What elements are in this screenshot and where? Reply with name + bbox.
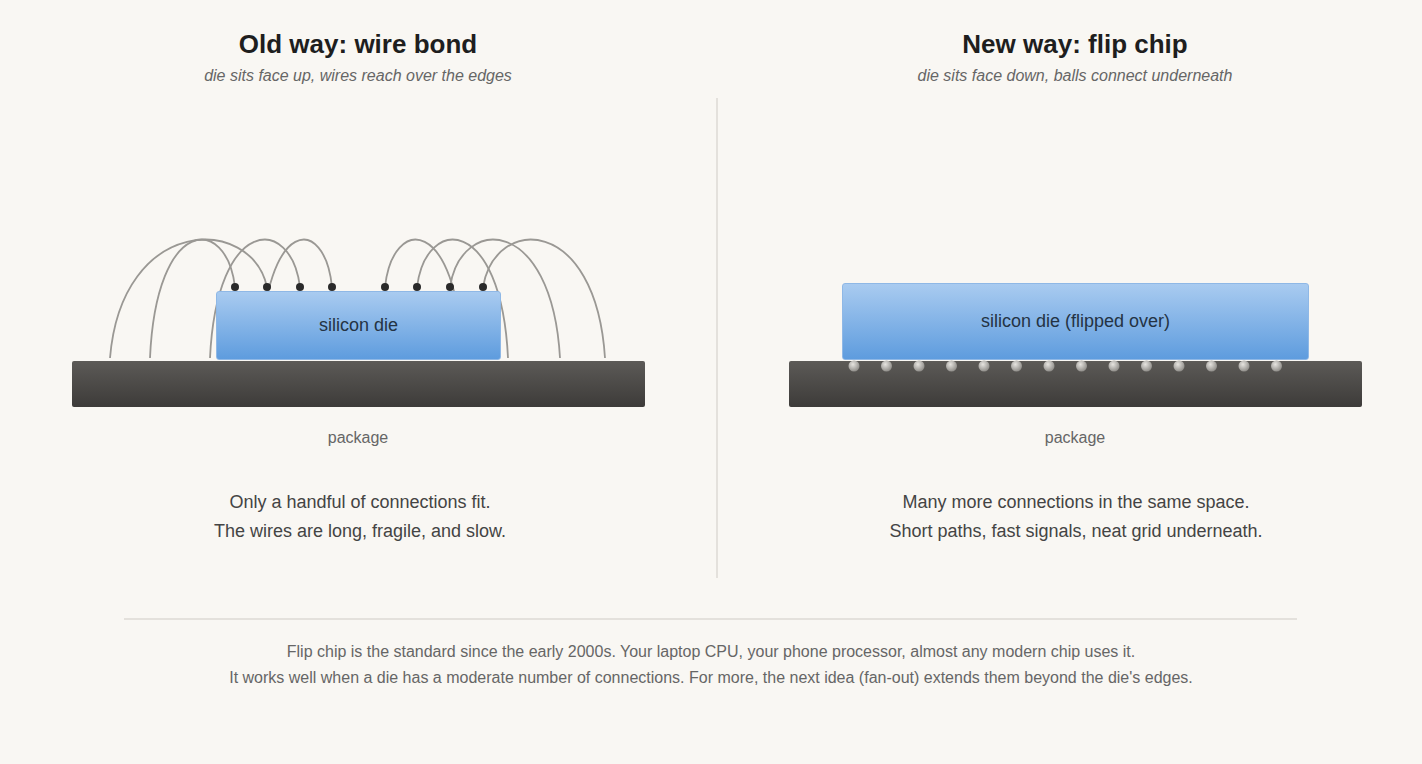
panel-subtitle: die sits face up, wires reach over the e… bbox=[204, 67, 512, 85]
solder-balls bbox=[849, 361, 1283, 372]
bond-pad bbox=[446, 283, 454, 291]
solder-ball bbox=[1206, 361, 1217, 372]
part-label: package bbox=[1045, 429, 1106, 447]
die-label: silicon die (flipped over) bbox=[981, 311, 1170, 332]
solder-ball bbox=[1109, 361, 1120, 372]
solder-ball bbox=[914, 361, 925, 372]
caption-line: It works well when a die has a moderate … bbox=[229, 669, 1193, 687]
description-line: Short paths, fast signals, neat grid und… bbox=[889, 521, 1262, 542]
caption-line: Flip chip is the standard since the earl… bbox=[287, 643, 1135, 661]
bond-pad bbox=[296, 283, 304, 291]
description-line: Only a handful of connections fit. bbox=[229, 492, 490, 513]
description-line: The wires are long, fragile, and slow. bbox=[214, 521, 506, 542]
solder-ball bbox=[1011, 361, 1022, 372]
description-line: Many more connections in the same space. bbox=[902, 492, 1249, 513]
silicon-die: silicon die bbox=[216, 291, 501, 360]
divider bbox=[124, 618, 1297, 620]
bond-pad bbox=[381, 283, 389, 291]
bond-pads bbox=[231, 283, 487, 291]
solder-ball bbox=[1076, 361, 1087, 372]
solder-ball bbox=[1271, 361, 1282, 372]
panel-title: New way: flip chip bbox=[962, 29, 1187, 60]
part-label: package bbox=[328, 429, 389, 447]
bond-pad bbox=[263, 283, 271, 291]
solder-ball bbox=[1239, 361, 1250, 372]
solder-ball bbox=[1174, 361, 1185, 372]
solder-ball bbox=[946, 361, 957, 372]
package-substrate bbox=[789, 361, 1362, 407]
package-substrate bbox=[72, 361, 645, 407]
solder-ball bbox=[849, 361, 860, 372]
bond-pad bbox=[479, 283, 487, 291]
divider bbox=[716, 98, 718, 578]
bond-pad bbox=[413, 283, 421, 291]
solder-ball bbox=[1141, 361, 1152, 372]
bond-wire bbox=[483, 240, 605, 358]
panel-subtitle: die sits face down, balls connect undern… bbox=[918, 67, 1233, 85]
bond-pad bbox=[328, 283, 336, 291]
silicon-die: silicon die (flipped over) bbox=[842, 283, 1309, 360]
solder-ball bbox=[881, 361, 892, 372]
solder-ball bbox=[1044, 361, 1055, 372]
panel-title: Old way: wire bond bbox=[239, 29, 477, 60]
die-label: silicon die bbox=[319, 315, 398, 336]
solder-ball bbox=[979, 361, 990, 372]
bond-pad bbox=[231, 283, 239, 291]
